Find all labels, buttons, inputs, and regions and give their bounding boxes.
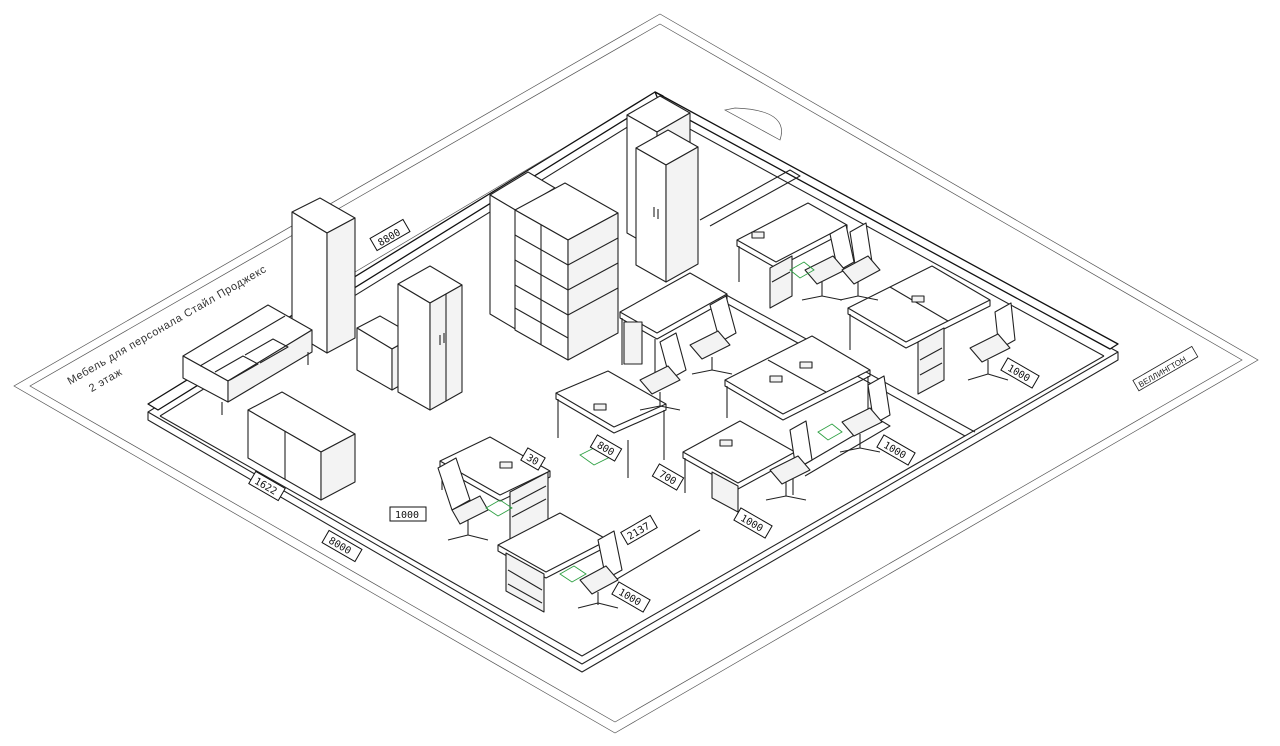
clearance-zone-1 (485, 499, 513, 517)
desk-f (724, 335, 871, 421)
shelving-unit-open (514, 182, 619, 361)
clearance-zone-2 (559, 565, 587, 583)
window-back-left (349, 149, 561, 276)
wardrobe-tall-left (291, 197, 356, 354)
sheet-inner-border (29, 23, 1243, 723)
wall-front-lines (159, 355, 1105, 657)
dim-passage-left: 1000 (389, 506, 427, 522)
svg-text:1000: 1000 (395, 510, 419, 521)
dim-desk-small: 30 (520, 447, 546, 471)
desk-h (847, 265, 991, 395)
chair-3 (639, 332, 687, 411)
sheet-outer-border (13, 13, 1259, 734)
floor-slab-edge (147, 352, 1119, 673)
wardrobe-double-door (397, 265, 463, 411)
chair-4 (689, 295, 737, 375)
partition-back (699, 169, 801, 227)
clearance-zone-4 (817, 423, 843, 441)
desk-b (555, 370, 667, 478)
svg-text:ВЕЛЛИНГТОН: ВЕЛЛИНГТОН (1137, 355, 1188, 390)
chair-1 (437, 457, 489, 541)
door-swing-arc (723, 107, 782, 141)
clearance-zone-5 (789, 261, 815, 279)
wardrobe-back-2 (635, 129, 699, 283)
chair-8 (839, 222, 881, 301)
chair-2 (577, 530, 623, 609)
chair-7 (801, 224, 855, 301)
chair-6 (839, 375, 891, 453)
company-logo: ВЕЛЛИНГТОН (1132, 345, 1199, 392)
sideboard (247, 391, 356, 501)
dim-desk-span: 2137 (620, 514, 658, 546)
svg-text:30: 30 (524, 453, 540, 469)
chair-9 (967, 302, 1016, 381)
chair-5 (765, 420, 813, 501)
sofa (182, 304, 313, 415)
